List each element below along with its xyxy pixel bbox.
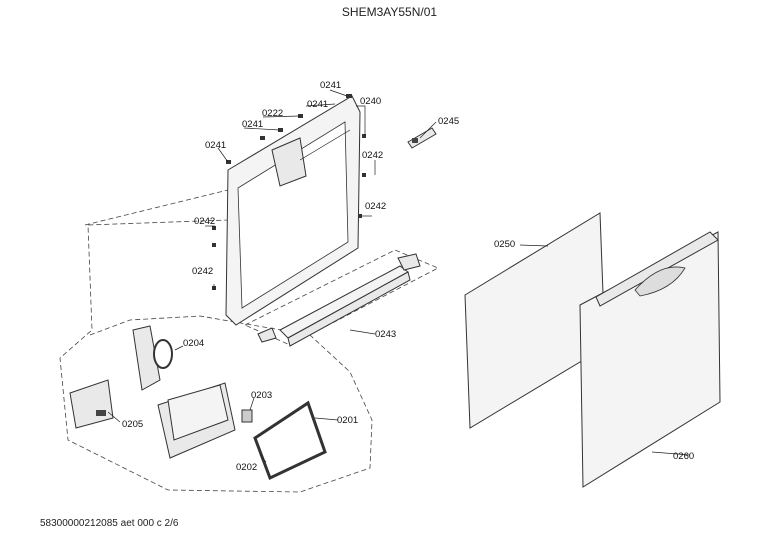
seal-frame xyxy=(253,400,327,481)
callout-0203: 0203 xyxy=(251,390,272,401)
callout-0202: 0202 xyxy=(236,462,257,473)
callout-0245: 0245 xyxy=(438,116,459,127)
dispenser-housing xyxy=(157,382,253,459)
callout-0222: 0222 xyxy=(262,108,283,119)
hinge-part xyxy=(407,127,437,149)
side-bracket xyxy=(132,325,173,391)
callout-0242-left-upper: 0242 xyxy=(194,216,215,227)
callout-0201: 0201 xyxy=(337,415,358,426)
callout-0204: 0204 xyxy=(183,338,204,349)
callout-0241-left: 0241 xyxy=(205,140,226,151)
door-assembly-dashed-outline xyxy=(59,189,373,493)
callout-0242-right-lower: 0242 xyxy=(365,201,386,212)
callout-0242-right-upper: 0242 xyxy=(362,150,383,161)
callout-0241-left-upper: 0241 xyxy=(242,119,263,130)
callout-0260: 0260 xyxy=(673,451,694,462)
inner-door-frame xyxy=(225,95,361,326)
door-rail xyxy=(257,253,421,347)
small-bracket xyxy=(69,379,114,429)
callout-0241-top: 0241 xyxy=(320,80,341,91)
callout-0243: 0243 xyxy=(375,329,396,340)
callout-0241-mid: 0241 xyxy=(307,99,328,110)
callout-0242-left-lower: 0242 xyxy=(192,266,213,277)
leader-lines xyxy=(107,89,691,463)
outer-door-panel xyxy=(579,231,721,488)
drawing-title: SHEM3AY55N/01 xyxy=(341,5,438,19)
callout-0205: 0205 xyxy=(122,419,143,430)
callout-0240: 0240 xyxy=(360,96,381,107)
callout-0250: 0250 xyxy=(494,239,515,250)
drawing-footer-code: 58300000212085 aet 000 c 2/6 xyxy=(40,518,179,529)
